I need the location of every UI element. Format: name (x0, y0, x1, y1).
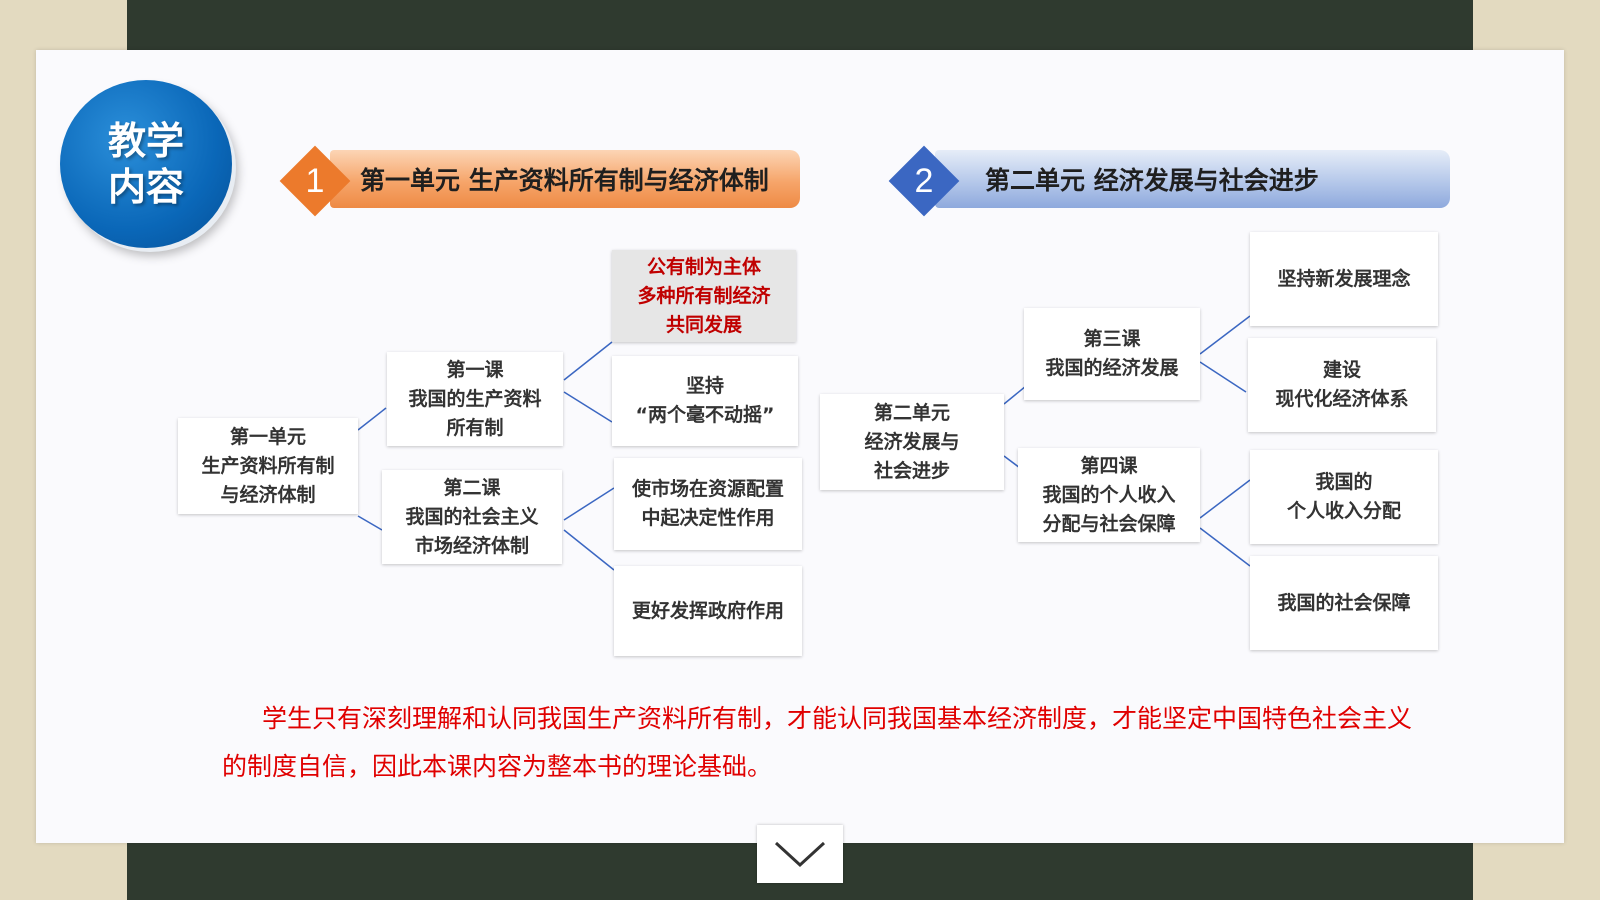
unit-2-number: 2 (914, 161, 934, 200)
node-line: 现代化经济体系 (1275, 388, 1409, 410)
node-line: 公有制为主体 (646, 255, 761, 278)
node-line: 第一单元 (229, 425, 306, 448)
node-line: 经济发展与 (864, 430, 960, 453)
leaf-two-unwavering: 坚持 “两个毫不动摇” (612, 356, 798, 446)
node-line: 个人收入分配 (1286, 500, 1401, 522)
top-dark-band (127, 0, 1473, 50)
node-line: 建设 (1322, 359, 1361, 381)
node-line: 中起决定性作用 (641, 507, 775, 529)
node-line: 更好发挥政府作用 (631, 599, 784, 622)
node-line: “两个毫不动摇” (635, 404, 775, 426)
leaf-personal-income-distribution: 我国的 个人收入分配 (1250, 450, 1438, 544)
unit-1-number: 1 (305, 161, 325, 200)
badge-line-1: 教学 (107, 119, 184, 163)
node-line: 我国的社会保障 (1277, 591, 1411, 614)
chevron-down-icon (774, 841, 826, 868)
unit-2-number-diamond: 2 (887, 144, 961, 218)
node-line: 市场经济体制 (414, 534, 529, 557)
node-line: 多种所有制经济 (637, 284, 771, 307)
badge-line-2: 内容 (107, 165, 184, 209)
unit-1-title: 第一单元 生产资料所有制与经济体制 (360, 166, 769, 195)
node-line: 我国的社会主义 (405, 505, 539, 528)
teaching-content-badge: 教学 内容 (60, 80, 232, 248)
unit-2-banner: 第二单元 经济发展与社会进步 (935, 150, 1450, 208)
leaf-market-role: 使市场在资源配置 中起决定性作用 (614, 458, 802, 550)
unit-2-title: 第二单元 经济发展与社会进步 (985, 166, 1319, 195)
node-line: 我国的生产资料 (408, 387, 542, 410)
unit-1-root-node: 第一单元 生产资料所有制 与经济体制 (178, 418, 358, 514)
node-line: 我国的 (1315, 471, 1373, 493)
lesson-4-node: 第四课 我国的个人收入 分配与社会保障 (1018, 448, 1200, 542)
lesson-2-node: 第二课 我国的社会主义 市场经济体制 (382, 470, 562, 564)
node-line: 所有制 (446, 416, 504, 439)
node-line: 使市场在资源配置 (631, 478, 784, 500)
node-line: 我国的经济发展 (1045, 357, 1179, 379)
node-line: 第四课 (1080, 454, 1138, 477)
node-line: 第二单元 (873, 401, 950, 424)
node-line: 共同发展 (665, 313, 742, 336)
leaf-modern-economic-system: 建设 现代化经济体系 (1248, 338, 1436, 432)
node-line: 我国的个人收入 (1042, 483, 1176, 506)
leaf-new-development-concept: 坚持新发展理念 (1250, 232, 1438, 326)
next-page-button[interactable] (757, 825, 843, 883)
unit-2-root-node: 第二单元 经济发展与 社会进步 (820, 394, 1004, 490)
node-line: 第一课 (446, 358, 504, 381)
lesson-1-node: 第一课 我国的生产资料 所有制 (387, 352, 563, 446)
summary-text: 学生只有深刻理解和认同我国生产资料所有制，才能认同我国基本经济制度，才能坚定中国… (222, 704, 1413, 781)
node-line: 分配与社会保障 (1042, 512, 1176, 535)
unit-1-banner: 第一单元 生产资料所有制与经济体制 (330, 150, 800, 208)
node-line: 生产资料所有制 (201, 454, 335, 477)
lesson-3-node: 第三课 我国的经济发展 (1024, 308, 1200, 400)
node-line: 与经济体制 (220, 483, 316, 506)
node-line: 社会进步 (873, 459, 950, 482)
leaf-public-ownership: 公有制为主体 多种所有制经济 共同发展 (612, 250, 796, 342)
node-line: 坚持 (685, 375, 724, 397)
unit-1-number-diamond: 1 (278, 144, 352, 218)
node-line: 第三课 (1083, 328, 1141, 350)
leaf-government-role: 更好发挥政府作用 (614, 566, 802, 656)
node-line: 第二课 (443, 476, 501, 499)
node-line: 坚持新发展理念 (1277, 267, 1411, 290)
leaf-social-security: 我国的社会保障 (1250, 556, 1438, 650)
